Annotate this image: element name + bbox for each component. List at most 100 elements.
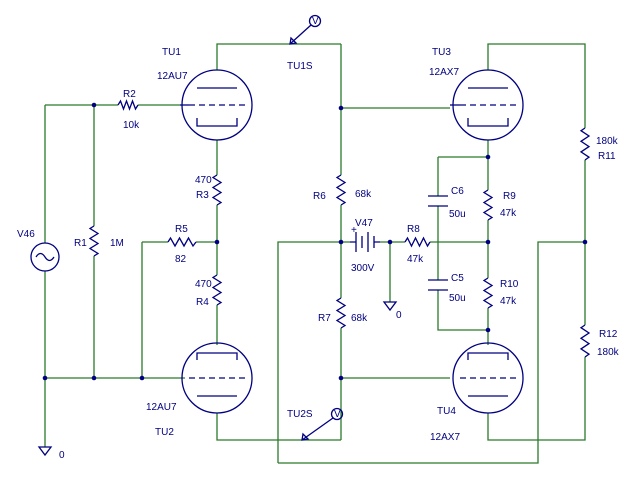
probe-tu2s	[301, 407, 344, 441]
junction-dot	[485, 154, 491, 160]
battery-plus-sign: +	[351, 225, 357, 236]
ground-right	[382, 301, 398, 312]
resistor-zigzag	[482, 277, 494, 309]
source-value-label: 300V	[351, 263, 375, 274]
tube-cathode	[196, 118, 238, 127]
capacitor-value-label: 50u	[449, 209, 466, 220]
resistor-r4	[211, 274, 223, 306]
junction-dot	[582, 239, 588, 245]
tube-cathode	[467, 352, 509, 360]
capacitor-c5	[428, 279, 448, 291]
resistor-zigzag	[482, 189, 494, 221]
tube-tu3	[450, 69, 524, 141]
junction-dot	[91, 102, 97, 108]
capacitor-plates	[428, 195, 448, 207]
junction-dot	[485, 239, 491, 245]
resistor-r11	[579, 127, 591, 161]
resistor-ref-label: R9	[503, 191, 516, 202]
source-ref-label: V47	[355, 218, 373, 229]
resistor-zigzag	[88, 225, 100, 257]
resistor-ref-label: R1	[74, 238, 87, 249]
resistor-r6	[335, 174, 347, 206]
capacitor-plates	[428, 279, 448, 291]
capacitor-ref-label: C5	[451, 273, 464, 284]
capacitor-c6	[428, 195, 448, 207]
resistor-zigzag	[579, 324, 591, 358]
resistor-r12	[579, 324, 591, 358]
labels: TU1 12AU7 12AU7 TU2 TU3 12AX7 TU4 12AX7 …	[17, 16, 620, 461]
resistor-value-label: 470	[195, 175, 212, 186]
junction-dot	[214, 239, 220, 245]
sine-wave-icon	[35, 252, 55, 262]
probe-glyph: V	[334, 409, 341, 420]
resistor-ref-label: R5	[175, 224, 188, 235]
wire-tu1-plate	[216, 43, 341, 70]
probe-label: TU2S	[287, 409, 313, 420]
wire-feedback	[278, 241, 585, 464]
resistor-value-label: 470	[195, 279, 212, 290]
wire-capacitors	[437, 156, 488, 331]
resistor-zigzag	[167, 236, 197, 248]
source-ref-label: V46	[17, 229, 35, 240]
wire-v47-r8	[277, 241, 488, 463]
resistor-value-label: 82	[175, 254, 187, 265]
ground-icon	[37, 446, 53, 457]
probe-label: TU1S	[287, 61, 313, 72]
tube-ref-label: TU3	[432, 47, 451, 58]
source-v46	[30, 242, 60, 272]
tube-tu4	[452, 342, 524, 414]
resistor-ref-label: R2	[123, 89, 136, 100]
junction-dot	[91, 375, 97, 381]
junction-dot	[338, 375, 344, 381]
resistor-zigzag	[335, 174, 347, 206]
tube-ref-label: TU4	[437, 406, 456, 417]
resistor-r9	[482, 189, 494, 221]
wire-r5	[141, 241, 217, 378]
resistor-ref-label: R4	[196, 297, 209, 308]
resistor-zigzag	[579, 127, 591, 161]
resistor-value-label: 68k	[351, 313, 368, 324]
probe-arrow-icon	[289, 36, 298, 45]
resistor-ref-label: R12	[599, 329, 618, 340]
resistor-value-label: 180k	[597, 347, 620, 358]
ground-label: 0	[396, 310, 402, 321]
probe-lead	[289, 24, 312, 45]
capacitor-ref-label: C6	[451, 186, 464, 197]
tube-type-label: 12AU7	[157, 71, 188, 82]
resistor-ref-label: R10	[500, 279, 519, 290]
resistor-value-label: 180k	[596, 136, 619, 147]
resistor-zigzag	[211, 274, 223, 306]
resistor-zigzag	[404, 236, 431, 248]
ground-label: 0	[59, 450, 65, 461]
resistor-r5	[167, 236, 197, 248]
probe-lead	[301, 417, 334, 441]
resistor-r3	[211, 174, 223, 206]
wires	[44, 43, 586, 464]
ground-icon	[382, 301, 398, 312]
tube-envelope	[452, 342, 524, 414]
tube-ref-label: TU1	[162, 47, 181, 58]
capacitor-value-label: 50u	[449, 293, 466, 304]
resistor-value-label: 47k	[407, 254, 424, 265]
resistor-value-label: 10k	[123, 120, 140, 131]
tube-type-label: 12AX7	[430, 432, 460, 443]
probe-arrow-icon	[301, 432, 310, 441]
resistor-ref-label: R6	[313, 191, 326, 202]
resistor-ref-label: R8	[407, 224, 420, 235]
resistor-zigzag	[335, 297, 347, 329]
probe-tu1s	[289, 14, 322, 45]
battery-icon	[350, 232, 380, 252]
probe-glyph: V	[312, 16, 319, 27]
junction-dot	[338, 105, 344, 111]
source-v47: +	[350, 225, 380, 252]
resistor-value-label: 47k	[500, 208, 517, 219]
resistor-value-label: 47k	[500, 296, 517, 307]
junction-dot	[139, 375, 145, 381]
resistor-zigzag	[211, 174, 223, 206]
resistor-ref-label: R3	[196, 190, 209, 201]
ground-left	[37, 446, 53, 457]
tube-tu2	[181, 342, 253, 414]
resistor-ref-label: R11	[598, 151, 616, 162]
resistor-r2	[117, 99, 139, 111]
